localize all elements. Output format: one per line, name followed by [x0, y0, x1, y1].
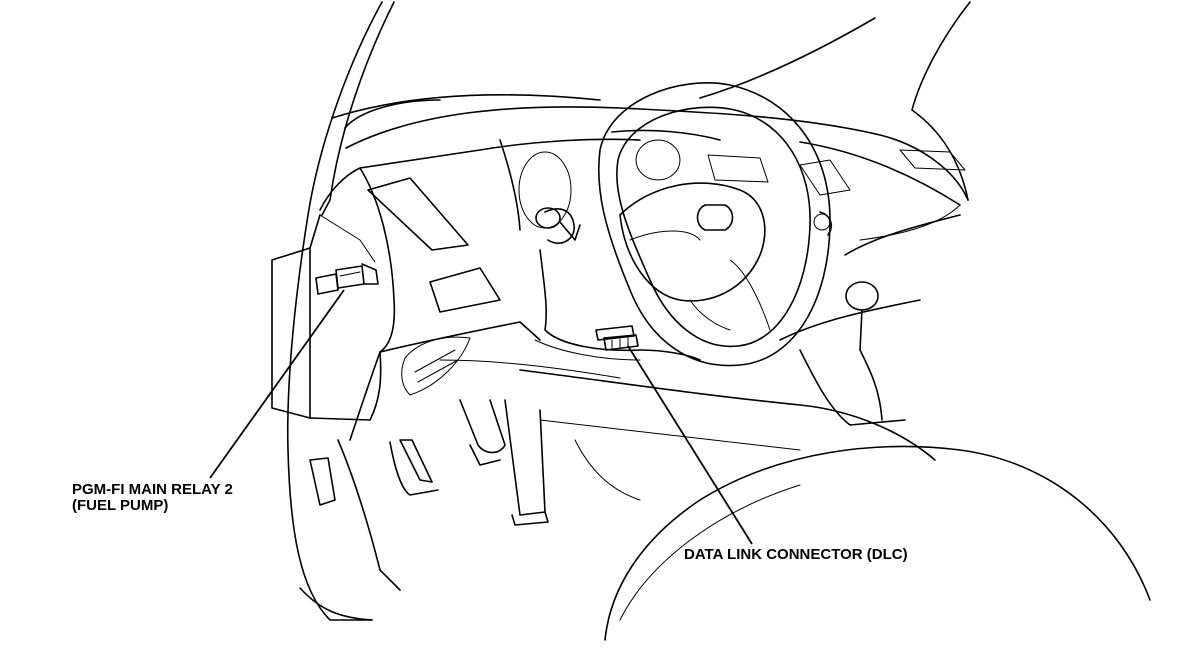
- pedals: [389, 399, 549, 526]
- relay-callout-line1: PGM-FI MAIN RELAY 2: [72, 481, 233, 498]
- lower-dash: [349, 321, 936, 461]
- center-console: [779, 211, 961, 426]
- main-relay: [315, 263, 379, 295]
- steering-wheel: [597, 82, 831, 367]
- fuse-box: [271, 214, 382, 421]
- dashboard-top: [319, 106, 969, 353]
- relay-callout: PGM-FI MAIN RELAY 2 (FUEL PUMP): [72, 482, 233, 514]
- dlc-callout: DATA LINK CONNECTOR (DLC): [684, 546, 908, 563]
- a-pillar: [286, 1, 395, 621]
- instrument-cluster: [499, 129, 721, 244]
- dash-vents: [367, 149, 966, 396]
- dlc-leader-line: [627, 345, 753, 545]
- relay-callout-line2: (FUEL PUMP): [72, 497, 169, 514]
- floor-and-seat: [309, 439, 1151, 641]
- relay-leader-line: [209, 289, 345, 479]
- steering-column: [534, 249, 701, 361]
- windshield: [331, 1, 971, 201]
- dlc-connector: [595, 325, 639, 351]
